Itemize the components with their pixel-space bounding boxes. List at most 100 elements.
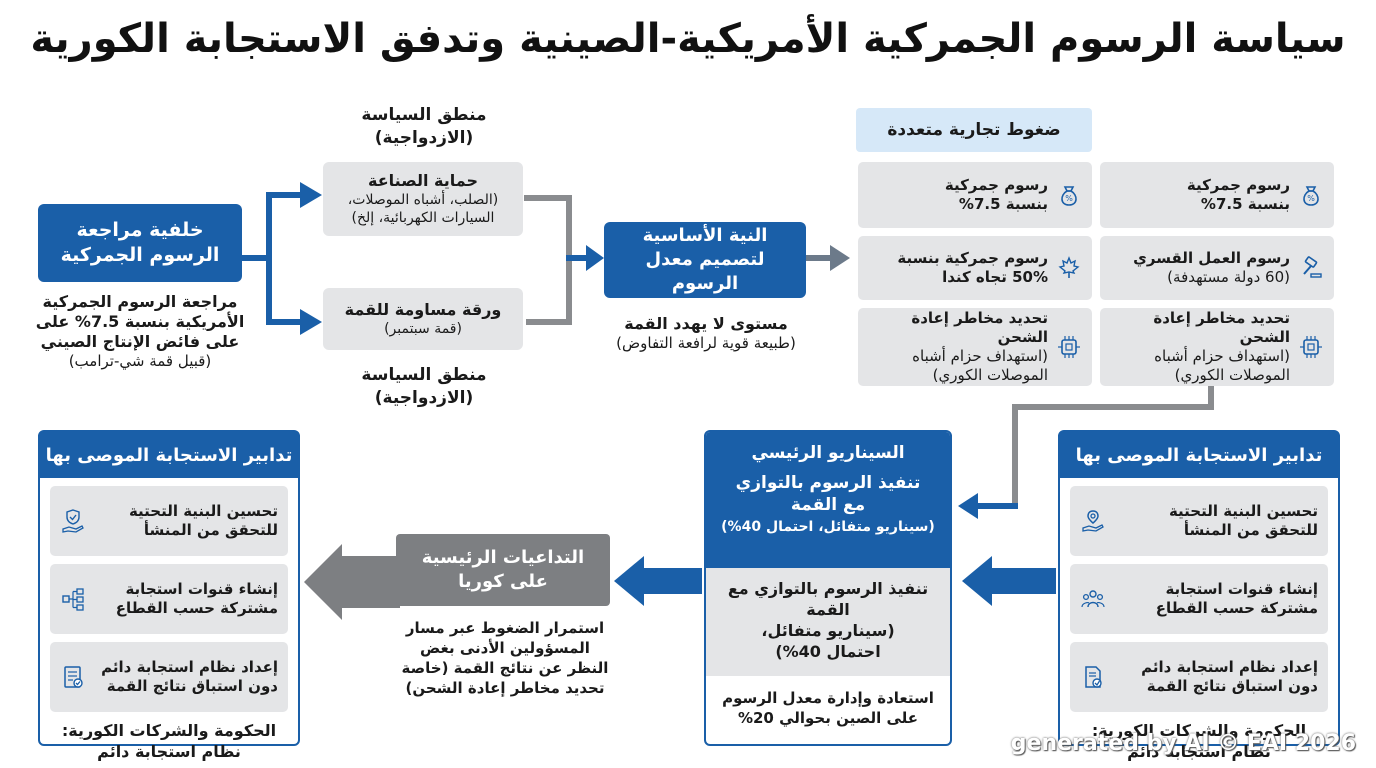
pressure-card-title: رسوم جمركية — [1186, 176, 1290, 194]
pressure-card-sub: (استهداف حزام أشباه الموصلات الكوري) — [912, 347, 1048, 384]
recommendation-label: إنشاء قنوات استجابة مشتركة حسب القطاع — [1155, 580, 1318, 617]
pressure-card-sub: (60 دولة مستهدفة) — [1167, 268, 1290, 286]
core-intent-box: النية الأساسية لتصميم معدل الرسوم — [604, 222, 806, 298]
pressure-card: رسوم العمل القسري(60 دولة مستهدفة) — [1100, 236, 1334, 300]
background-description: مراجعة الرسوم الجمركية الأمريكية بنسبة 7… — [30, 292, 250, 371]
right-panel-to-scenario-arrow — [962, 556, 1056, 606]
recommended-left-list: تحسين البنية التحتية للتحقق من المنشأ إنش… — [40, 478, 298, 712]
background-review-box: خلفية مراجعة الرسوم الجمركية — [38, 204, 242, 282]
recommendation-item: إعداد نظام استجابة دائم دون استباق نتائج… — [1070, 642, 1328, 712]
main-scenario-mid-line3: (سيناريو متفائل، — [761, 621, 895, 640]
recommendation-label: تحسين البنية التحتية للتحقق من المنشأ — [128, 502, 278, 539]
maple-leaf-icon — [1056, 255, 1082, 281]
pressure-card-title: تحديد مخاطر إعادة الشحن — [1153, 309, 1290, 346]
pressure-card-sub: بنسبة 7.5% — [1200, 195, 1290, 213]
pressure-card-sub: بنسبة 7.5% — [958, 195, 1048, 213]
recommendation-item: إنشاء قنوات استجابة مشتركة حسب القطاع — [50, 564, 288, 634]
pressure-card-title: رسوم جمركية — [944, 176, 1048, 194]
pressure-card-text: رسوم العمل القسري(60 دولة مستهدفة) — [1110, 249, 1290, 287]
industry-protection-card: حماية الصناعة (الصلب، أشباه الموصلات، ال… — [323, 162, 523, 236]
implications-to-left-panel-arrow — [304, 544, 400, 620]
policy-logic-bottom-line1: منطق السياسة — [361, 365, 487, 385]
core-intent-desc-line1: مستوى لا يهدد القمة — [624, 314, 788, 333]
pressures-heading: ضغوط تجارية متعددة — [856, 108, 1092, 152]
core-intent-desc-line2: (طبيعة قوية لرافعة التفاوض) — [616, 334, 796, 352]
to-pressures-arrow — [806, 245, 850, 271]
recommended-right-heading: تدابير الاستجابة الموصى بها — [1060, 432, 1338, 478]
recommendation-item: تحسين البنية التحتية للتحقق من المنشأ — [50, 486, 288, 556]
implications-description: استمرار الضغوط عبر مسار المسؤولين الأدنى… — [390, 618, 620, 698]
main-scenario-middle: تنفيذ الرسوم بالتوازي مع القمة (سيناريو … — [706, 568, 950, 676]
pressure-card-text: تحديد مخاطر إعادة الشحن(استهداف حزام أشب… — [1110, 309, 1290, 385]
pressure-card: تحديد مخاطر إعادة الشحن(استهداف حزام أشب… — [1100, 308, 1334, 386]
implications-desc-line3: النظر عن نتائج القمة (خاصة — [401, 659, 609, 677]
pressure-card-title: رسوم العمل القسري — [1133, 249, 1290, 267]
checklist-icon — [60, 664, 86, 690]
summit-bargaining-card: ورقة مساومة للقمة (قمة سبتمبر) — [323, 288, 523, 350]
shield-check-hand-icon — [60, 508, 86, 534]
money-bag-icon: % — [1298, 182, 1324, 208]
recommended-right-footer-line2: نظام استجابة دائم — [1127, 742, 1271, 761]
recommendation-label: إعداد نظام استجابة دائم دون استباق نتائج… — [101, 658, 278, 695]
page-title: سياسة الرسوم الجمركية الأمريكية-الصينية … — [30, 16, 1346, 62]
document-check-icon — [1080, 664, 1106, 690]
gavel-icon — [1298, 255, 1324, 281]
recommended-right-footer: الحكومة والشركات الكورية: نظام استجابة د… — [1060, 720, 1338, 762]
policy-logic-bottom: منطق السياسة (الازدواجية) — [330, 364, 518, 410]
svg-text:%: % — [1307, 194, 1315, 203]
recommended-right-list: تحسين البنية التحتية للتحقق من المنشأ إنش… — [1060, 478, 1338, 712]
pressure-card-sub: 50% تجاه كندا — [942, 268, 1048, 286]
recommended-left-panel: تدابير الاستجابة الموصى بها تحسين البنية… — [38, 430, 300, 761]
implications-desc-line4: تحديد مخاطر إعادة الشحن) — [405, 679, 605, 697]
recommendation-item: إعداد نظام استجابة دائم دون استباق نتائج… — [50, 642, 288, 712]
recommended-left-footer-line2: نظام استجابة دائم — [97, 742, 241, 761]
main-scenario-bottom-line1: استعادة وإدارة معدل الرسوم — [722, 689, 934, 707]
main-scenario-bottom: استعادة وإدارة معدل الرسوم على الصين بحو… — [706, 676, 950, 728]
background-desc-line1: مراجعة الرسوم الجمركية — [42, 292, 238, 311]
implications-line2: على كوريا — [458, 571, 548, 592]
background-desc-line4: (قبيل قمة شي-ترامب) — [68, 352, 212, 370]
policy-logic-top: منطق السياسة (الازدواجية) — [330, 104, 518, 150]
pressure-card-sub: (استهداف حزام أشباه الموصلات الكوري) — [1154, 347, 1290, 384]
recommended-right-footer-line1: الحكومة والشركات الكورية: — [1091, 721, 1307, 740]
summit-card-sub: (قمة سبتمبر) — [384, 321, 462, 337]
implications-line1: التداعيات الرئيسية — [421, 547, 585, 568]
main-scenario-mid-line4: احتمال 40%) — [775, 642, 881, 661]
split-arrows — [242, 182, 322, 335]
main-scenario-heading: السيناريو الرئيسي — [751, 443, 905, 463]
main-scenario-mid-line1: تنفيذ الرسوم بالتوازي مع — [727, 579, 929, 598]
main-scenario-top-line2: مع القمة — [790, 495, 866, 515]
merge-arrow — [566, 245, 604, 271]
main-scenario-mid-line2: القمة — [806, 600, 850, 619]
implications-box: التداعيات الرئيسية على كوريا — [396, 534, 610, 606]
recommendation-label: تحسين البنية التحتية للتحقق من المنشأ — [1168, 502, 1318, 539]
main-scenario-top-line1: تنفيذ الرسوم بالتوازي — [735, 473, 921, 493]
pressure-card: تحديد مخاطر إعادة الشحن(استهداف حزام أشب… — [858, 308, 1092, 386]
implications-desc-line1: استمرار الضغوط عبر مسار — [405, 619, 605, 637]
main-scenario-top-sub: (سيناريو متفائل، احتمال 40%) — [721, 519, 935, 535]
svg-text:%: % — [1065, 194, 1073, 203]
industry-protection-line2: السيارات الكهربائية، إلخ) — [351, 210, 495, 226]
main-scenario-panel: السيناريو الرئيسي تنفيذ الرسوم بالتوازي … — [704, 430, 952, 746]
pressure-card-title: تحديد مخاطر إعادة الشحن — [911, 309, 1048, 346]
industry-protection-title: حماية الصناعة — [368, 171, 478, 190]
recommendation-label: إعداد نظام استجابة دائم دون استباق نتائج… — [1141, 658, 1318, 695]
policy-logic-bottom-line2: (الازدواجية) — [374, 388, 474, 408]
summit-card-title: ورقة مساومة للقمة — [344, 300, 502, 319]
pressures-to-scenario-line — [1012, 386, 1214, 506]
recommendation-item: تحسين البنية التحتية للتحقق من المنشأ — [1070, 486, 1328, 556]
recommended-left-footer-line1: الحكومة والشركات الكورية: — [61, 721, 277, 740]
to-scenario-arrow — [958, 493, 1018, 519]
watermark: generated by AI © EAI 2026 — [1010, 731, 1356, 756]
recommended-left-footer: الحكومة والشركات الكورية: نظام استجابة د… — [40, 720, 298, 762]
location-hand-icon — [1080, 508, 1106, 534]
recommended-right-panel: تدابير الاستجابة الموصى بها تحسين البنية… — [1058, 430, 1340, 761]
background-desc-line3: على فائض الإنتاج الصيني — [40, 332, 240, 351]
chip-icon — [1298, 334, 1324, 360]
